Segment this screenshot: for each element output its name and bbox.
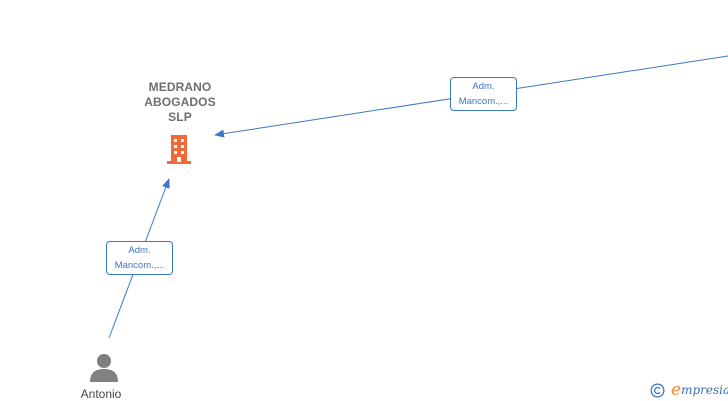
copyright-icon <box>650 383 665 397</box>
company-name[interactable]: MEDRANO ABOGADOS SLP <box>144 80 216 124</box>
logo-text: mpresia <box>681 383 728 397</box>
person-icon[interactable] <box>88 352 120 384</box>
person-name[interactable]: Antonio <box>80 387 122 401</box>
building-icon[interactable] <box>165 133 197 165</box>
edge-label-line2: Mancom.,... <box>458 96 509 107</box>
logo-initial: e <box>671 379 682 400</box>
edge-label-line2: Mancom.,... <box>114 260 165 271</box>
edge-label-top[interactable]: Adm. Mancom.,... <box>450 77 517 111</box>
edge-label-line1: Adm. <box>128 245 151 256</box>
edge-label-person[interactable]: Adm. Mancom.,... <box>106 241 173 275</box>
edge-label-line1: Adm. <box>472 81 495 92</box>
